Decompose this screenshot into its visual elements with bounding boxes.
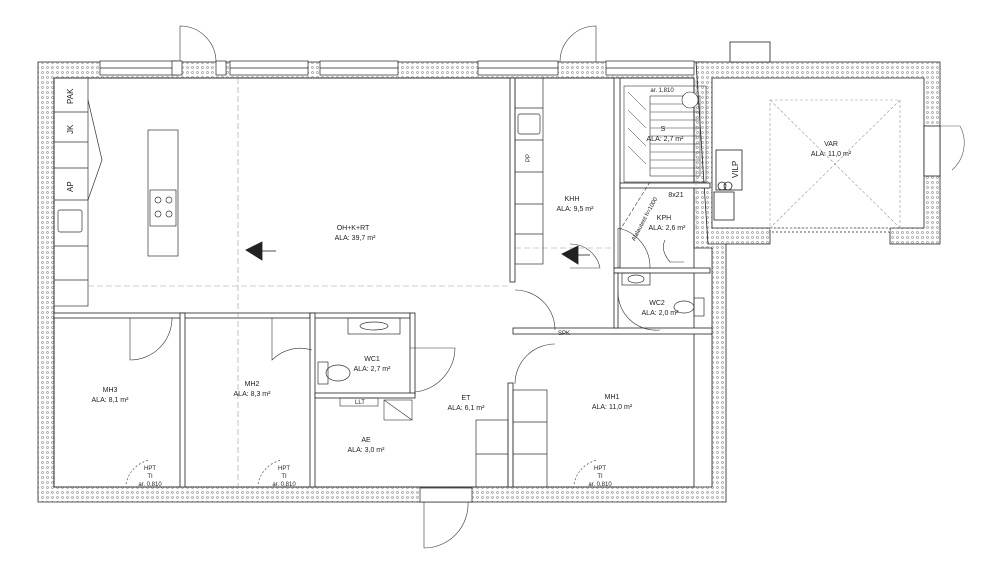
room-area-kph: ALA: 2,6 m² [649,225,687,232]
var-wing [695,41,965,245]
room-area-mh1: ALA: 11,0 m² [592,404,633,411]
hatch-symbols [125,459,599,485]
hatch-size: ar. 0,810 [272,482,296,488]
room-name-mh3: MH3 [103,387,118,394]
room-area-mh3: ALA: 8,1 m² [92,397,130,404]
room-name-khh: KHH [565,196,580,203]
room-name-mh1: MH1 [605,394,620,401]
dashed-lines [88,78,697,487]
hatch-name: HPT [144,466,156,472]
shower [663,239,684,263]
spk-label: SPK [558,331,570,337]
ae-fixtures [339,397,413,421]
room-name-mh2: MH2 [245,381,260,388]
wardrobes [475,389,548,488]
room-name-et: ET [462,395,472,402]
hatch-sub: TI [147,474,153,480]
room-area-ae: ALA: 3,0 m² [348,447,386,454]
hatch-size: ar. 0,810 [588,482,612,488]
room-name-wc2: WC2 [649,300,665,307]
top-windows [99,60,695,76]
hatch-sub: TI [597,474,603,480]
llt-label: LLT [355,400,365,406]
room-name-wc1: WC1 [364,356,380,363]
door-size-label: 8x21 [668,192,683,199]
hatch-name: HPT [278,466,290,472]
sauna [619,85,707,231]
doors [129,25,661,549]
room-area-s: ALA: 2,7 m² [647,136,685,143]
drain-symbols [245,241,590,265]
room-area-ohkrt: ALA: 39,7 m² [335,235,377,242]
exterior-walls [37,61,727,503]
room-labels: OH+K+RT ALA: 39,7 m² KHH ALA: 9,5 m² ar.… [92,88,852,488]
room-area-wc2: ALA: 2,0 m² [642,310,680,317]
pp-label: PP [526,154,532,162]
interior-walls [53,77,713,488]
room-name-ohkrt: OH+K+RT [337,225,370,232]
vilp-label: VILP [731,161,740,178]
room-name-var: VAR [824,141,838,148]
room-name-s: S [661,126,666,133]
room-name-ae: AE [361,437,371,444]
room-area-wc1: ALA: 2,7 m² [354,366,392,373]
lauteet-label: Alalauteet h=1000 [631,196,659,242]
vilp-unit [713,149,743,221]
hatch-size: ar. 0,810 [138,482,162,488]
hatch-sub: TI [281,474,287,480]
ap-label: AP [66,181,75,192]
room-area-khh: ALA: 9,5 m² [557,206,595,213]
kitchen [53,77,179,307]
room-area-mh2: ALA: 8,3 m² [234,391,272,398]
room-area-et: ALA: 6,1 m² [448,405,486,412]
room-name-kph: KPH [657,215,671,222]
door-openings [171,60,473,503]
wc1-fixtures [317,317,401,385]
jk-label: JK [66,124,75,134]
sauna-ar-label: ar. 1,810 [650,88,674,94]
khh-cabinets [514,77,544,265]
wc2-fixtures [621,272,705,317]
pak-label: PAK [66,88,75,104]
room-area-var: ALA: 11,0 m² [811,151,852,158]
hatch-name: HPT [594,466,606,472]
